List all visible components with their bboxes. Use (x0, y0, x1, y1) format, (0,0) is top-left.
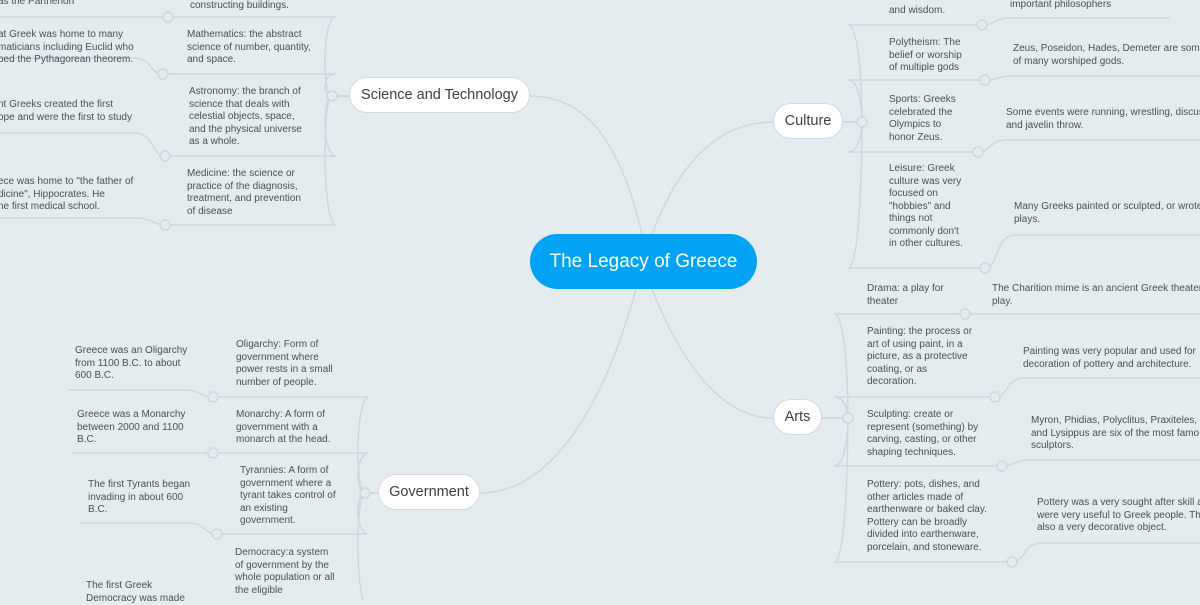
topic-drama[interactable]: Drama: a play for theater (867, 283, 944, 307)
collapse-toggle[interactable] (162, 11, 174, 23)
connector-government (479, 288, 637, 494)
collapse-toggle[interactable] (989, 391, 1001, 403)
connector-arts (651, 288, 774, 419)
detail-connector (984, 234, 1200, 269)
topic-leisure[interactable]: Leisure: Greek culture was very focused … (889, 163, 963, 249)
collapse-toggle[interactable] (159, 219, 171, 231)
branch-science-and-technology[interactable]: Science and Technology (349, 77, 530, 113)
collapse-toggle[interactable] (972, 146, 984, 158)
collapse-toggle[interactable] (207, 447, 219, 459)
detail-connector (984, 75, 1200, 81)
detail-philosophy[interactable]: important philosophers (1010, 0, 1112, 10)
topic-democracy[interactable]: Democracy:a system of government by the … (235, 547, 335, 596)
topic-sports[interactable]: Sports: Greeks celebrated the Olympics t… (889, 94, 956, 143)
collapse-toggle[interactable] (207, 391, 219, 403)
topic-mathematics[interactable]: Mathematics: the abstract science of num… (187, 29, 311, 65)
detail-sculpting[interactable]: Myron, Phidias, Polyclitus, Praxiteles, … (1031, 415, 1200, 451)
topic-painting[interactable]: Painting: the process or art of using pa… (867, 326, 973, 387)
topic-oligarchy[interactable]: Oligarchy: Form of government where powe… (236, 339, 333, 388)
connector-science (529, 95, 643, 235)
topic-monarchy[interactable]: Monarchy: A form of government with a mo… (236, 409, 331, 445)
detail-connector (1011, 542, 1200, 563)
collapse-toggle[interactable] (979, 74, 991, 86)
topic-sculpting[interactable]: Sculpting: create or represent (somethin… (867, 409, 979, 458)
detail-monarchy[interactable]: Greece was a Monarchy between 2000 and 1… (77, 409, 186, 445)
collapse-toggle[interactable] (996, 460, 1008, 472)
detail-connector (1001, 459, 1200, 467)
detail-connector (68, 389, 214, 398)
topic-pottery[interactable]: Pottery: pots, dishes, and other article… (867, 479, 987, 553)
detail-polytheism[interactable]: Zeus, Poseidon, Hades, Demeter are some … (1013, 43, 1200, 67)
collapse-toggle[interactable] (159, 150, 171, 162)
branch-arts[interactable]: Arts (773, 399, 822, 435)
collapse-toggle[interactable] (211, 528, 223, 540)
detail-pottery[interactable]: Pottery was a very sought after skill a … (1037, 497, 1200, 533)
collapse-toggle[interactable] (979, 262, 991, 274)
branch-culture[interactable]: Culture (773, 103, 843, 139)
detail-connector (0, 217, 166, 226)
connector-culture (651, 121, 774, 235)
collapse-toggle[interactable] (856, 116, 868, 128)
topic-polytheism[interactable]: Polytheism: The belief or worship of mul… (889, 37, 962, 73)
topic-astronomy[interactable]: Astronomy: the branch of science that de… (189, 86, 302, 147)
detail-sports[interactable]: Some events were running, wrestling, dis… (1006, 107, 1200, 131)
detail-oligarchy[interactable]: Greece was an Oligarchy from 1100 B.C. t… (75, 345, 188, 381)
detail-construction[interactable]: as the Parthenon (0, 0, 75, 7)
detail-connector (977, 139, 1200, 153)
topic-construction[interactable]: constructing buildings. (190, 0, 289, 11)
detail-drama[interactable]: The Charition mime is an ancient Greek t… (992, 283, 1200, 307)
detail-connector (80, 522, 218, 535)
detail-connector (981, 17, 1170, 26)
detail-mathematics[interactable]: at Greek was home to many maticians incl… (0, 29, 134, 65)
collapse-toggle[interactable] (842, 412, 854, 424)
topic-philosophy[interactable]: search of truth and wisdom. (889, 0, 953, 16)
collapse-toggle[interactable] (1006, 556, 1018, 568)
collapse-toggle[interactable] (959, 308, 971, 320)
collapse-toggle[interactable] (976, 19, 988, 31)
topic-medicine[interactable]: Medicine: the science or practice of the… (187, 168, 301, 217)
detail-leisure[interactable]: Many Greeks painted or sculpted, or wrot… (1014, 201, 1200, 225)
topic-tyrannies[interactable]: Tyrannies: A form of government where a … (240, 465, 336, 526)
detail-tyrannies[interactable]: The first Tyrants began invading in abou… (88, 479, 191, 515)
detail-astronomy[interactable]: nt Greeks created the first ope and were… (0, 99, 132, 135)
detail-medicine[interactable]: ece was home to "the father of dicine", … (0, 176, 134, 212)
detail-connector (994, 377, 1200, 398)
collapse-toggle[interactable] (326, 90, 338, 102)
branch-government[interactable]: Government (378, 474, 480, 510)
collapse-toggle[interactable] (157, 68, 169, 80)
collapse-toggle[interactable] (359, 487, 371, 499)
central-topic[interactable]: The Legacy of Greece (530, 234, 757, 289)
detail-democracy[interactable]: The first Greek Democracy was made (86, 580, 185, 604)
detail-painting[interactable]: Painting was very popular and used for d… (1023, 346, 1196, 370)
